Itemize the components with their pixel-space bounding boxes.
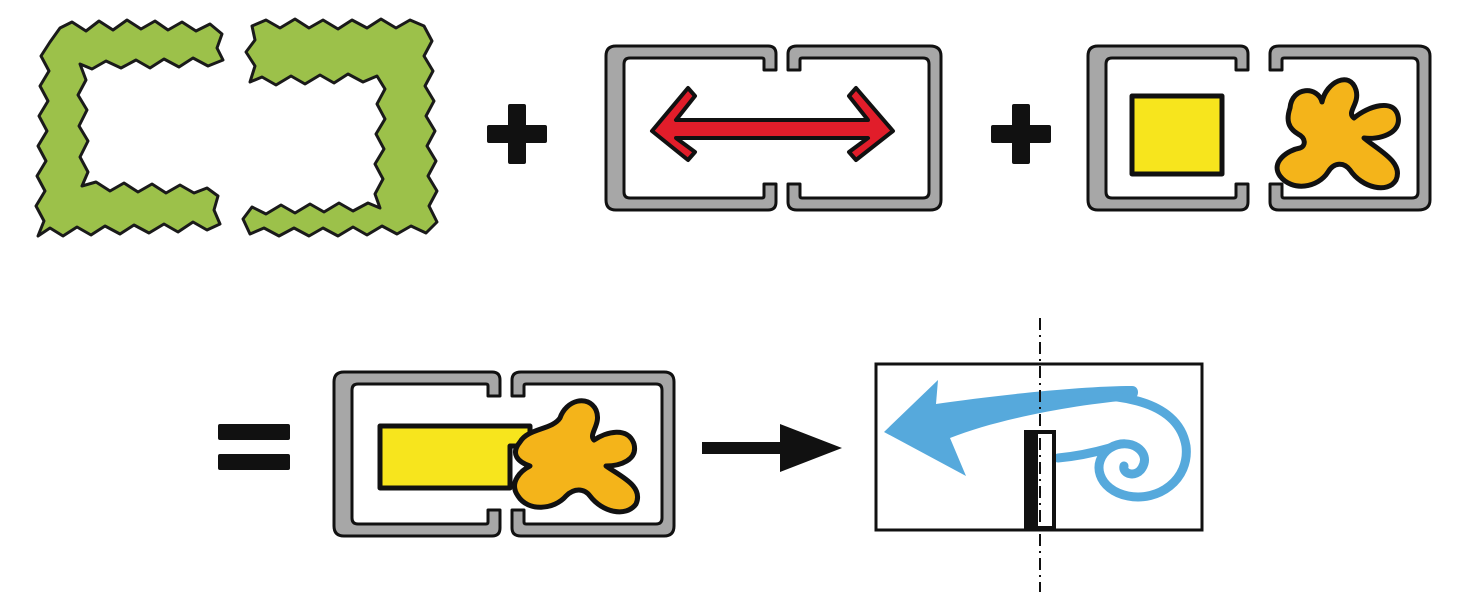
merged-orange-blob-icon (512, 398, 641, 515)
frame-left-bracket (1086, 44, 1250, 212)
hedge-enclosure-icon (34, 17, 439, 238)
frame-right-bracket (510, 370, 676, 538)
frame-left-bracket (604, 44, 778, 212)
frame-right-bracket (1268, 44, 1432, 212)
frame-left-bracket (332, 370, 502, 538)
plus-icon (487, 104, 547, 164)
frame-right-bracket (786, 44, 943, 212)
wind-tail (1053, 443, 1115, 463)
merged-shapes-panel (332, 370, 676, 538)
hedge-left-half (34, 18, 225, 238)
square-and-blob-panel (1086, 44, 1432, 212)
orange-blob-icon (1274, 77, 1401, 191)
equals-icon (218, 424, 290, 470)
double-arrow-icon (650, 86, 895, 162)
wind-flow-panel (874, 318, 1204, 592)
plus-icon (991, 104, 1051, 164)
hedge-right-half (241, 17, 439, 238)
wind-arrow-icon (884, 380, 1138, 476)
arrow-right-icon (702, 424, 842, 472)
wind-swirl-icon (1045, 390, 1191, 502)
yellow-square-icon (1129, 93, 1225, 177)
merged-yellow-bar-icon (377, 423, 533, 491)
double-arrow-panel (604, 44, 943, 212)
